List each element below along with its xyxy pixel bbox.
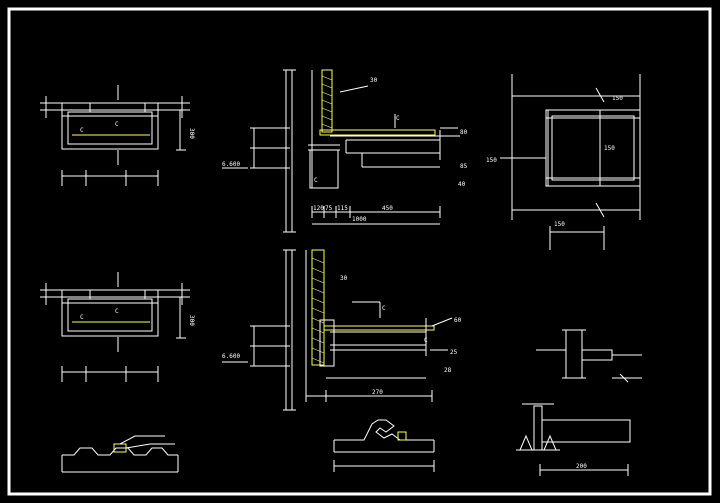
dim-bottom-right: 200 — [576, 463, 587, 470]
tag-7: 28 — [444, 367, 452, 374]
svg-text:C: C — [396, 115, 400, 122]
svg-text:C: C — [382, 305, 386, 312]
section-mid-left: C C 300 — [40, 272, 195, 382]
dim-right-bottom: 150 — [554, 221, 565, 228]
tag-3: 85 — [460, 163, 468, 170]
dim-mid-bottom: 270 — [372, 389, 383, 396]
section-top-right: 150 150 150 150 — [486, 74, 641, 250]
insulation-top — [321, 69, 333, 133]
tag-8: 30 — [340, 275, 348, 282]
dim-top-total: 1000 — [352, 216, 367, 223]
svg-text:C: C — [424, 337, 428, 344]
tag-5: 60 — [454, 317, 462, 324]
tag-6: 25 — [450, 349, 458, 356]
dim-top-right: 450 — [382, 205, 393, 212]
tag-1: 30 — [370, 77, 378, 84]
dim-top-left-vertical: 300 — [188, 128, 195, 139]
dim-top-c: 115 — [337, 205, 348, 212]
dim-top-b: 75 — [325, 205, 333, 212]
svg-text:C: C — [314, 177, 318, 184]
dim-mid-left-vertical: 300 — [188, 315, 195, 326]
tag-4: 40 — [458, 181, 466, 188]
insulation-mid — [311, 249, 325, 366]
svg-text:C: C — [115, 308, 119, 315]
dim-right-side: 150 — [604, 145, 615, 152]
section-bottom-right: 200 — [516, 403, 631, 476]
elev-top: 6.600 — [222, 161, 240, 168]
section-mid-center: C C 60 25 28 30 6.600 270 — [222, 249, 462, 411]
dim-right-left: 150 — [486, 157, 497, 164]
section-top-center: C C 30 80 85 40 6.600 120 75 115 — [222, 69, 468, 233]
section-bottom-center — [333, 419, 435, 472]
tag-2: 80 — [460, 129, 468, 136]
svg-text:C: C — [80, 127, 84, 134]
section-mid-right — [536, 329, 642, 383]
svg-text:C: C — [80, 314, 84, 321]
section-bottom-left — [61, 435, 179, 473]
drawing-frame — [7, 7, 712, 496]
elev-mid: 6.600 — [222, 353, 240, 360]
dim-top-a: 120 — [313, 205, 324, 212]
section-top-left: C C 300 — [40, 85, 195, 186]
svg-text:C: C — [115, 121, 119, 128]
dim-right-top: 150 — [612, 95, 623, 102]
